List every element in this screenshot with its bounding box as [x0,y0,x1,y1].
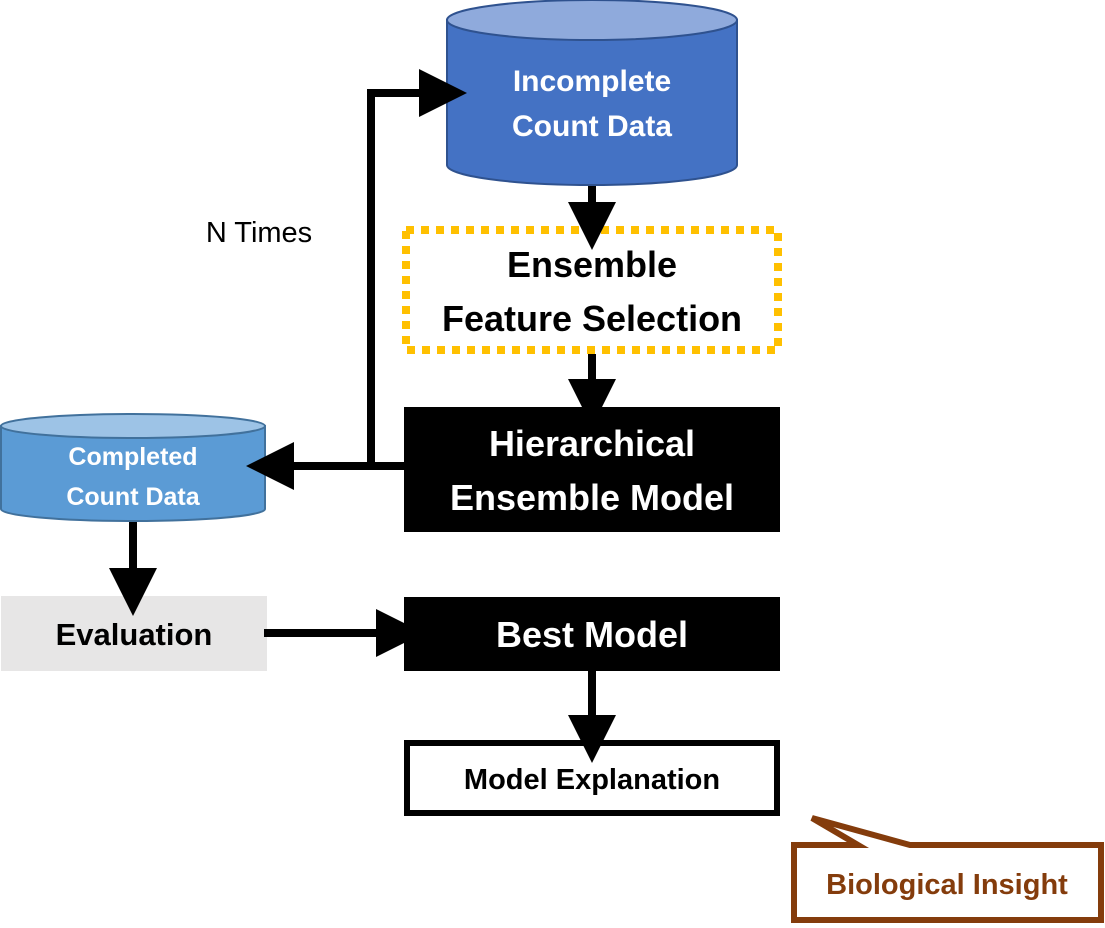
completed-count-data-line2: Count Data [66,483,200,511]
black-box [404,407,780,532]
evaluation-node: Evaluation [1,596,267,671]
ensemble-feature-selection-node: Ensemble Feature Selection [402,226,782,354]
model-explanation-label: Model Explanation [464,764,720,796]
connectors [109,69,616,763]
cylinder-top [446,0,738,41]
completed-count-data-line1: Completed [68,443,197,471]
incomplete-count-data-line1: Incomplete [513,65,671,98]
cylinder-top [0,413,266,439]
incomplete-count-data-node: Incomplete Count Data [446,0,738,186]
biological-insight-label: Biological Insight [826,869,1068,901]
cylinder-body [0,425,266,522]
hierarchical-ensemble-model-node: Hierarchical Ensemble Model [404,407,780,532]
best-model-label: Best Model [496,614,688,655]
arrow-loop-back-to-incomplete [367,69,467,466]
ensemble-feature-selection-line1: Ensemble [507,244,677,285]
n-times-label: N Times [206,217,312,249]
callout-shape [791,815,1104,923]
incomplete-count-data-line2: Count Data [512,110,672,143]
completed-count-data-node: Completed Count Data [0,413,266,522]
hierarchical-ensemble-model-line1: Hierarchical [489,423,695,464]
evaluation-label: Evaluation [56,617,213,652]
black-box [404,597,780,671]
biological-insight-callout: Biological Insight [791,815,1104,923]
ensemble-feature-selection-line2: Feature Selection [442,298,742,339]
cylinder-body [446,19,738,186]
model-explanation-node: Model Explanation [404,740,780,816]
hierarchical-ensemble-model-line2: Ensemble Model [450,477,734,518]
best-model-node: Best Model [404,597,780,671]
